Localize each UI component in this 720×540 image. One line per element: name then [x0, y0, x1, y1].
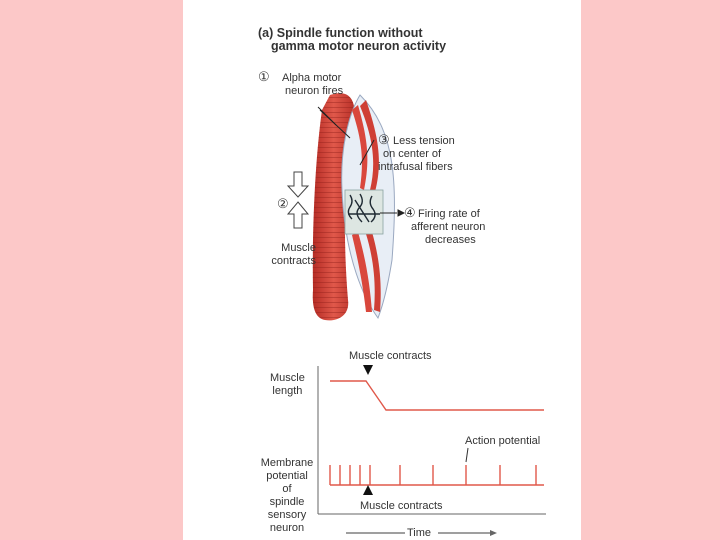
label-pointers [317, 106, 406, 217]
top-marker-icon [363, 365, 373, 375]
muscle-length-label: Muscle length [270, 372, 305, 397]
graph [317, 365, 546, 536]
step3-label: Less tension on center of intrafusal fib… [378, 135, 455, 173]
title-line2: gamma motor neuron activity [271, 39, 447, 53]
action-potential-label: Action potential [465, 435, 541, 447]
contract-arrows-icon [286, 171, 310, 229]
top-marker-label: Muscle contracts [349, 350, 432, 362]
step2-number: ② [277, 196, 289, 211]
bottom-marker-label: Muscle contracts [360, 500, 443, 512]
time-arrow-icon [490, 530, 497, 536]
membrane-potential-label: Membrane potential of spindle sensory ne… [260, 457, 314, 534]
intrafusal-fibers [344, 100, 384, 312]
step1-number: ① [258, 69, 270, 84]
step4-label: Firing rate of afferent neuron decreases [411, 208, 486, 246]
figure-title: (a) Spindle function without gamma motor… [258, 27, 446, 53]
step1-label: Alpha motor neuron fires [282, 72, 344, 97]
title-line1: (a) Spindle function without [258, 26, 423, 40]
step4-number: ④ [404, 205, 416, 220]
action-potential-pointer [465, 447, 469, 463]
muscle-length-trace [330, 380, 544, 411]
action-potential-spikes [329, 465, 537, 485]
bottom-marker-icon [363, 485, 373, 495]
step3-number: ③ [378, 132, 390, 147]
step2-label: Muscle contracts [271, 242, 316, 267]
time-label: Time [407, 527, 432, 539]
